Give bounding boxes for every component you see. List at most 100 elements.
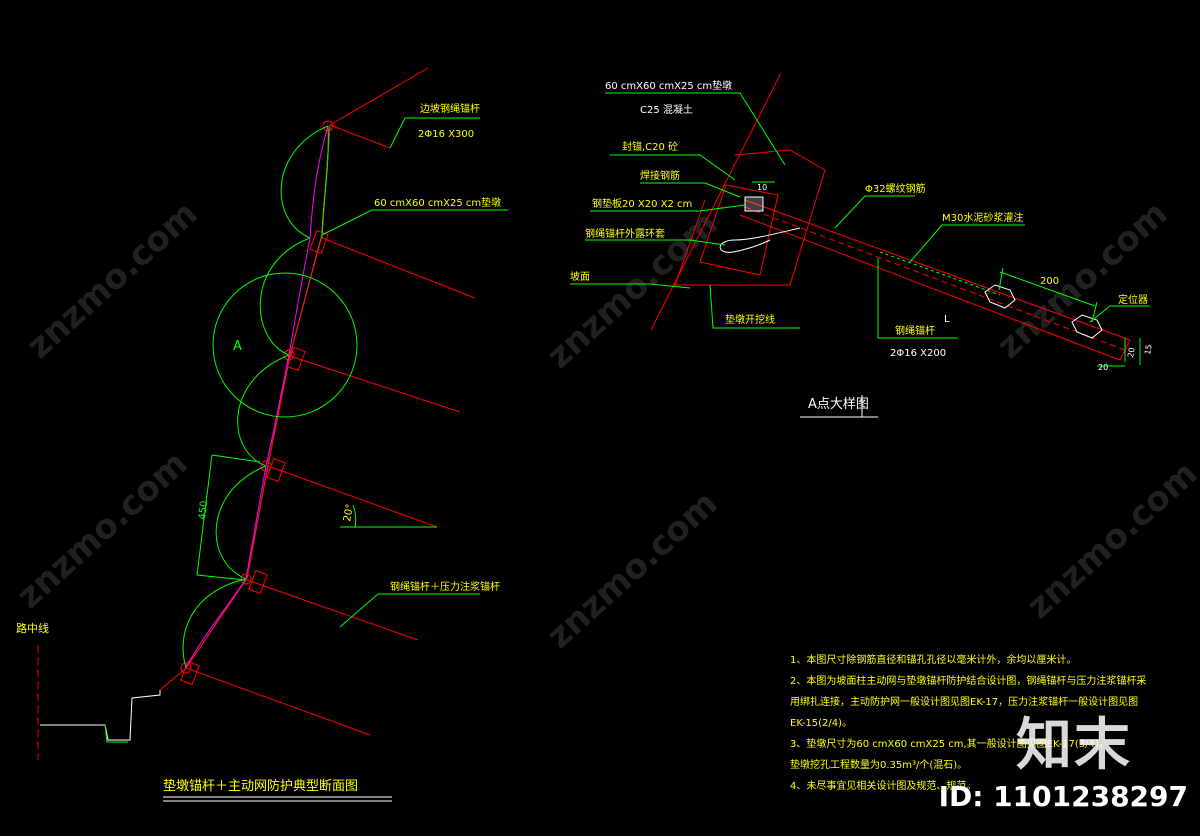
leader-line (834, 195, 915, 229)
label-L: L (944, 314, 950, 325)
label-slope: 坡面 (570, 270, 590, 283)
label-top-anchor: 边坡钢绳锚杆 (420, 102, 480, 115)
detail-A-circle (212, 272, 358, 418)
anchor-head (283, 349, 295, 361)
right-section-title: A点大样图 (808, 397, 869, 412)
watermark-text: znzmo.com (9, 443, 195, 616)
wire-loop (719, 227, 801, 253)
leader-line (389, 117, 480, 149)
label-dim-20: 20 (1098, 363, 1108, 372)
leader-line (610, 154, 736, 181)
note-line: EK-15(2/4)。 (790, 718, 853, 729)
dim-L (879, 251, 1001, 296)
net-curve (259, 237, 311, 356)
pad-block (286, 346, 306, 372)
net-cable (185, 125, 329, 669)
label-ring: 钢绳锚杆外露环套 (585, 227, 665, 240)
label-detail-A: A (233, 339, 242, 354)
label-seal: 封锚,C20 砼 (622, 140, 678, 153)
dim-line-450 (196, 454, 213, 576)
label-excavation: 垫墩开挖线 (725, 313, 775, 326)
leader-line (605, 92, 786, 166)
watermark-text: znzmo.com (19, 193, 205, 366)
note-line: 垫墩挖孔工程数量为0.35m³/个(混石)。 (790, 760, 968, 771)
left-section-drawing (37, 67, 508, 760)
centralizer (1071, 314, 1103, 339)
anchor-bar-center (744, 206, 1126, 351)
leader-line (909, 224, 1025, 263)
slope-face (159, 667, 187, 691)
right-section-labels: 60 cmX60 cmX25 cm垫墩 C25 混凝土 封锚,C20 砼 焊接钢… (570, 79, 1154, 418)
label-dim-small-a: 20 (1126, 347, 1137, 359)
left-section-title: 垫墩锚杆＋主动网防护典型断面图 (163, 778, 358, 794)
note-line: 用绑扎连接，主动防护网一般设计图见图EK-17，压力注浆锚杆一般设计图见图 (790, 697, 1139, 708)
image-id-tag: ID: 1101238297 (938, 780, 1188, 813)
slope-face (246, 235, 323, 579)
watermark-layer: znzmo.com znzmo.com znzmo.com znzmo.com … (9, 193, 1200, 656)
dim-ext (998, 267, 1004, 291)
leader-line (321, 209, 508, 236)
net-curve (321, 125, 329, 239)
top-anchor-line (329, 124, 391, 149)
pad-block (248, 569, 268, 595)
design-notes: 1、本图尺寸除钢筋直径和锚孔孔径以毫米计外，余均以厘米计。 2、本图为坡面柱主动… (790, 650, 1147, 797)
anchor-bar-outer (744, 199, 1131, 341)
label-wire-anchor-spec: 2Φ16 X200 (890, 348, 946, 359)
anchor-head (240, 573, 252, 585)
label-grout: M30水泥砂浆灌注 (942, 211, 1023, 224)
label-dim-200: 200 (1040, 276, 1059, 287)
label-spacing: 450 (197, 500, 210, 520)
centralizer (984, 284, 1016, 309)
watermark-text: znzmo.com (1019, 453, 1200, 626)
leader-line (640, 182, 741, 198)
anchor-line (289, 355, 461, 413)
pad-block (180, 660, 200, 686)
anchor-line (185, 667, 371, 736)
label-dim-10: 10 (757, 183, 767, 192)
label-dim-small-b: 15 (1143, 344, 1154, 356)
slope-face (185, 577, 248, 669)
label-angle: 20° (342, 503, 356, 522)
leader-line (339, 593, 480, 628)
leader-line (709, 284, 800, 329)
label-wire-anchor: 钢绳锚杆 (895, 324, 935, 337)
anchor-line (267, 465, 438, 528)
excavation-outline (674, 149, 826, 286)
dim-ext (1091, 301, 1098, 323)
top-slope-line (329, 67, 429, 126)
pad-block-detail (699, 184, 779, 276)
brand-logo: 知末 (1016, 713, 1132, 778)
net-curve (182, 578, 247, 669)
label-centralizer: 定位器 (1118, 293, 1148, 306)
leader-line (570, 283, 691, 289)
road-profile (40, 690, 161, 741)
note-line: 1、本图尺寸除钢筋直径和锚孔孔径以毫米计外，余均以厘米计。 (790, 655, 1077, 666)
anchor-bar-outer (739, 214, 1121, 361)
angle-arc (352, 504, 357, 528)
net-curve (237, 354, 290, 467)
note-line: 3、垫墩尺寸为60 cmX60 cmX25 cm,其一般设计图见图EK-17(3… (790, 739, 1109, 750)
note-line: 4、未尽事宜见相关设计图及规范、规范。 (790, 781, 977, 792)
slope-line (185, 124, 331, 669)
label-bolt: Φ32螺纹钢筋 (865, 182, 926, 195)
dim-200 (999, 271, 1096, 307)
dim-ext (211, 454, 261, 463)
right-section-drawing (570, 72, 1150, 367)
leader-line (1089, 305, 1150, 323)
leader-line (590, 204, 746, 212)
label-centerline: 路中线 (16, 621, 49, 635)
leader-line (877, 258, 958, 339)
anchor-line (246, 579, 419, 641)
label-pad: 60 cmX60 cmX25 cm垫墩 (374, 196, 501, 209)
label-pad-detail: 60 cmX60 cmX25 cm垫墩 (605, 79, 732, 92)
steel-plate (744, 196, 764, 212)
leader-line (585, 239, 726, 246)
label-top-anchor-spec: 2Φ16 X300 (418, 129, 474, 140)
net-curve (215, 465, 267, 580)
anchor-head (180, 662, 192, 674)
note-line: 2、本图为坡面柱主动网与垫墩锚杆防护结合设计图，钢绳锚杆与压力注浆锚杆采 (790, 676, 1147, 687)
dim-ext (196, 574, 246, 581)
road-ditch (104, 724, 128, 743)
label-bottom-anchor: 钢绳锚杆＋压力注浆锚杆 (390, 580, 500, 593)
